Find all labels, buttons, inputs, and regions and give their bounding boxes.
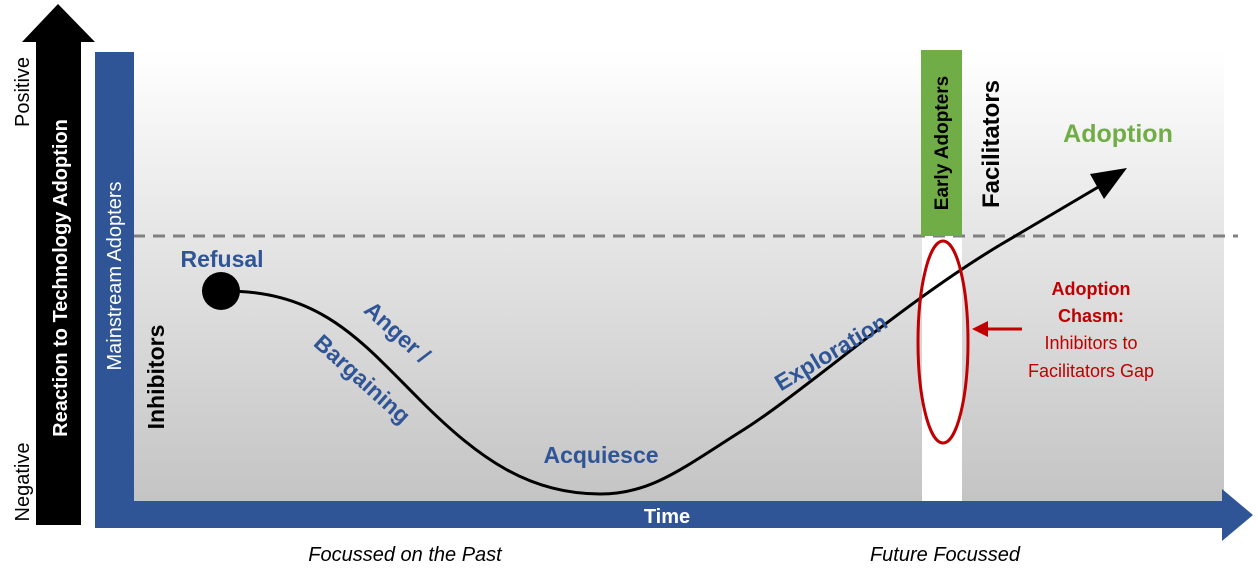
chasm-title-line1: Adoption [1052,279,1131,299]
stage-refusal: Refusal [180,246,263,272]
y-axis-title: Reaction to Technology Adoption [50,119,72,437]
adoption-arrow-line [999,184,1101,247]
refusal-start-dot [202,272,240,310]
facilitators-label: Facilitators [978,80,1005,208]
inhibitors-label: Inhibitors [143,325,169,430]
early-adopters-bar [921,50,962,236]
y-axis-positive-label: Positive [12,57,34,127]
past-caption: Focussed on the Past [308,544,503,566]
chasm-desc-line2: Facilitators Gap [1028,361,1154,381]
mainstream-adopters-label: Mainstream Adopters [104,182,126,371]
background-panel [133,52,1224,501]
adoption-arrowhead [1090,168,1127,199]
chasm-title-line2: Chasm: [1058,306,1124,326]
adoption-chasm-ellipse [916,239,970,445]
reaction-curve [221,243,1001,496]
chasm-gap-column [922,235,962,501]
future-caption: Future Focussed [870,544,1021,566]
y-axis-arrow [22,4,95,525]
x-axis-title: Time [644,506,690,528]
chasm-pointer-arrowhead [972,321,988,337]
early-adopters-label: Early Adopters [932,76,953,210]
chasm-desc-line1: Inhibitors to [1044,333,1137,353]
mainstream-adopters-band [95,52,134,504]
stage-adoption: Adoption [1063,120,1173,148]
stage-acquiesce: Acquiesce [543,442,658,468]
x-axis-arrow [95,489,1253,541]
y-axis-negative-label: Negative [12,443,34,522]
